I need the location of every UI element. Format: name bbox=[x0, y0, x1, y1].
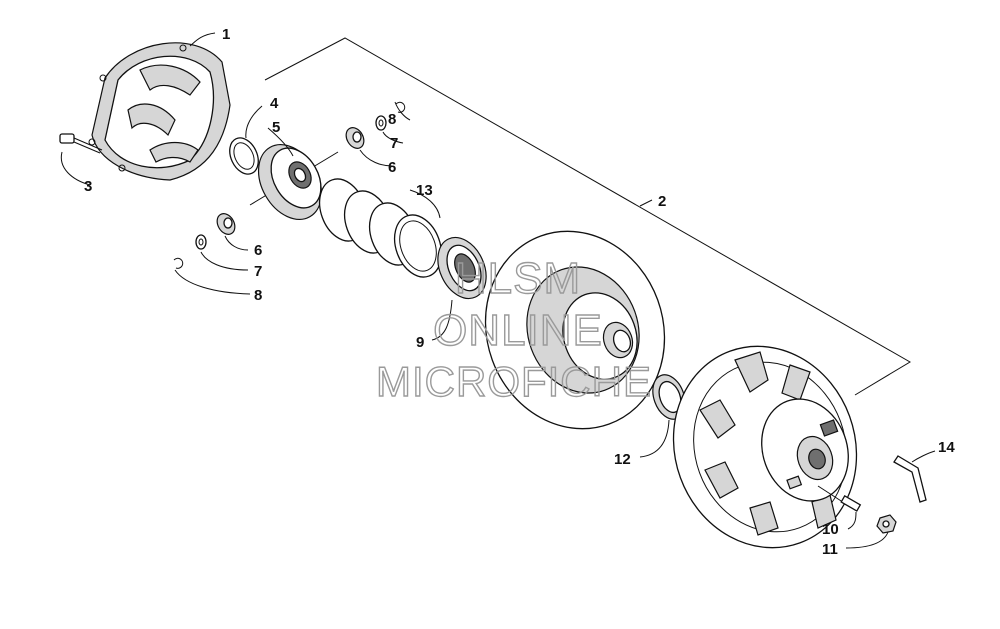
callout-4: 4 bbox=[270, 95, 279, 112]
part-6-roller-upper bbox=[345, 127, 365, 149]
callout-11: 11 bbox=[822, 541, 838, 558]
part-1-cam-housing bbox=[88, 42, 231, 181]
callout-labels: 1 2 3 4 5 6 7 8 6 7 8 9 10 11 12 13 14 bbox=[84, 26, 955, 558]
watermark-line-2: ONLINE bbox=[433, 306, 603, 355]
callout-9: 9 bbox=[416, 334, 424, 351]
callout-7-upper: 7 bbox=[390, 135, 398, 152]
part-5-hub bbox=[249, 144, 339, 220]
callout-8-lower: 8 bbox=[254, 287, 262, 304]
part-14-hex-key bbox=[893, 455, 927, 503]
watermark-line-1: HLSM bbox=[455, 254, 581, 303]
part-12-ring bbox=[652, 374, 686, 420]
callout-13: 13 bbox=[416, 182, 433, 199]
callout-8-upper: 8 bbox=[388, 111, 396, 128]
callout-12: 12 bbox=[614, 451, 631, 468]
callout-5: 5 bbox=[272, 119, 280, 136]
callout-3: 3 bbox=[84, 178, 92, 195]
part-13-spring bbox=[318, 178, 443, 278]
part-10-pin bbox=[817, 485, 862, 512]
callout-6-upper: 6 bbox=[388, 159, 396, 176]
part-7-washer-lower bbox=[195, 234, 207, 250]
part-11-nut bbox=[876, 514, 897, 534]
part-9-seal bbox=[437, 236, 487, 300]
callout-10: 10 bbox=[822, 521, 839, 538]
callout-6-lower: 6 bbox=[254, 242, 262, 259]
callout-1: 1 bbox=[222, 26, 230, 43]
part-8-clip-lower bbox=[173, 257, 184, 269]
part-7-washer-upper bbox=[375, 115, 387, 131]
part-4-ring bbox=[229, 137, 259, 175]
callout-14: 14 bbox=[938, 439, 955, 456]
part-2-movable-sheave bbox=[672, 345, 858, 549]
callout-7-lower: 7 bbox=[254, 263, 262, 280]
watermark: HLSM ONLINE MICROFICHE bbox=[375, 253, 652, 405]
assembly-bracket bbox=[264, 37, 911, 396]
leader-lines bbox=[60, 32, 936, 549]
part-3-screw bbox=[59, 133, 103, 154]
callout-2: 2 bbox=[658, 193, 666, 210]
watermark-line-3: MICROFICHE bbox=[376, 358, 652, 405]
part-2-fixed-sheave bbox=[484, 230, 666, 430]
part-6-roller-lower bbox=[216, 213, 236, 235]
